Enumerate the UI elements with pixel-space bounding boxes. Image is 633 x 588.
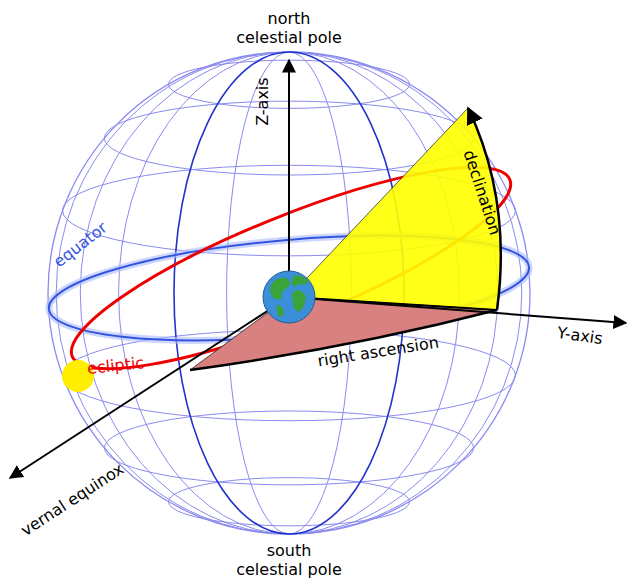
circle-label: equator [49,218,110,272]
vernal-equinox-axis [10,297,289,478]
pole-label: north celestial pole [235,9,344,47]
axis-label: Y-axis [556,323,604,348]
earth [263,271,315,323]
declination-sector [289,108,501,310]
circle-label: ecliptic [87,353,146,378]
parallel-line [104,411,473,485]
axis-label: vernal equinox [17,460,127,541]
axis-label: Z-axis [252,78,271,127]
projection-line [289,297,497,310]
y-axis-line [289,297,626,323]
z-axis-line [288,60,290,297]
pole-label: south celestial pole [235,541,344,579]
sphere-outline [48,52,530,534]
